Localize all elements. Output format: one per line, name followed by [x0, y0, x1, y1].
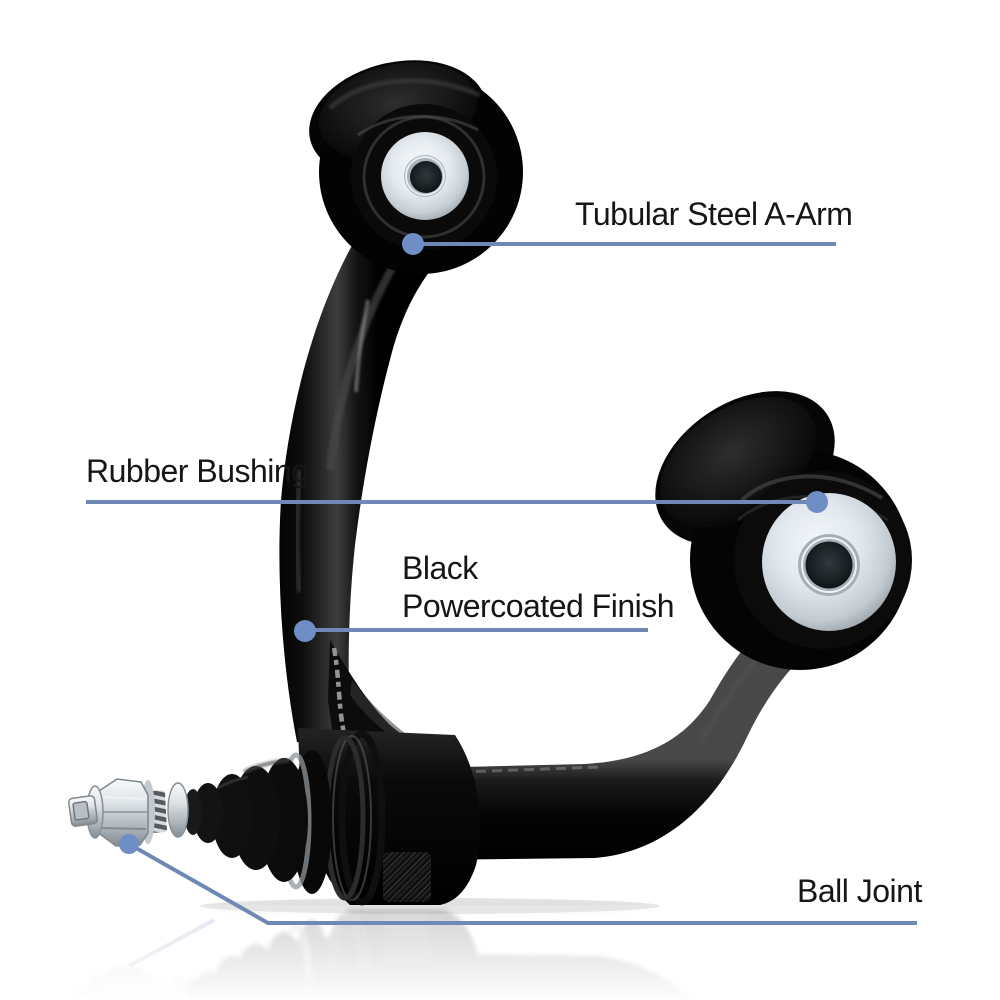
- label-tubular-steel-a-arm: Tubular Steel A-Arm: [575, 196, 853, 232]
- callout-dot-ball-joint: [119, 834, 139, 854]
- stud-washer: [167, 782, 189, 838]
- label-black-powercoated-finish: Black Powercoated Finish: [402, 549, 675, 625]
- label-black-line2: Powercoated Finish: [402, 588, 675, 624]
- callout-dot-rubber-bushing: [806, 491, 828, 513]
- rear-bushing: [655, 391, 912, 670]
- stud-tip: [67, 795, 99, 827]
- label-black-line1: Black: [402, 550, 478, 586]
- ball-joint-stud: [67, 778, 202, 847]
- upper-arm-tube: [279, 240, 452, 748]
- label-ball-joint: Ball Joint: [797, 873, 922, 909]
- bushing-bore: [805, 541, 853, 589]
- callouts: [86, 233, 917, 925]
- knurled-press-ring: [383, 852, 431, 902]
- front-bushing: [309, 60, 523, 274]
- floor-reflection: [0, 900, 1000, 1000]
- callout-dot-tubular-steel: [402, 233, 424, 255]
- callout-line-ball-joint: [128, 842, 917, 925]
- ball-joint-boot: [193, 750, 332, 894]
- label-rubber-bushing: Rubber Bushing: [86, 453, 309, 489]
- callout-dot-black-finish: [294, 620, 316, 642]
- bushing-bore: [410, 161, 442, 193]
